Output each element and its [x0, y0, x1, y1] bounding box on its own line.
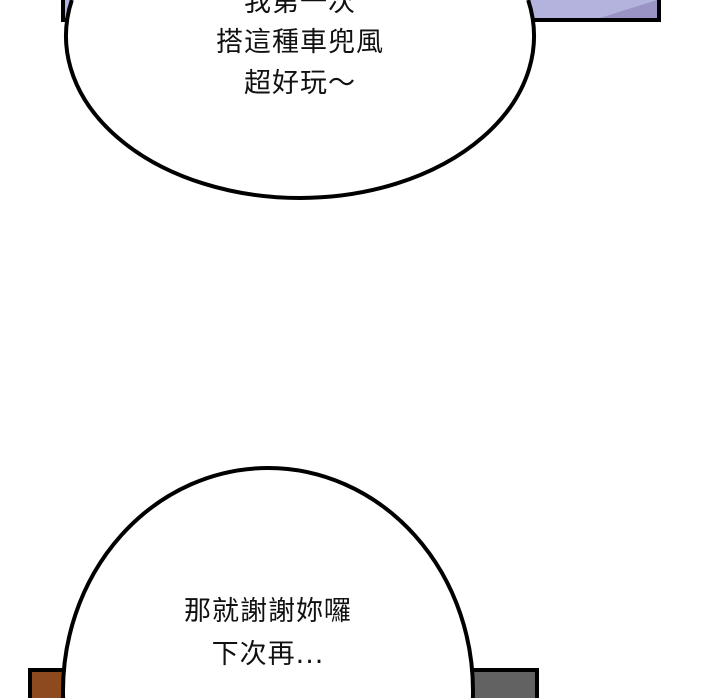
top-bubble-line-3: 超好玩～ — [244, 68, 356, 99]
top-bubble-line-1: 我第一次 — [244, 0, 356, 18]
bottom-bubble-line-2: 下次再... — [211, 639, 325, 670]
bottom-bubble-line-1: 那就謝謝妳囉 — [184, 596, 352, 627]
bottom-bubble-outline — [61, 466, 475, 699]
bottom-bubble-fill — [62, 468, 473, 698]
top-bubble-line-2: 搭這種車兜風 — [216, 27, 384, 58]
bottom-speech-bubble — [61, 466, 475, 699]
top-speech-bubble — [64, 0, 536, 200]
top-panel-corner — [600, 0, 657, 18]
top-bubble-fill — [66, 0, 535, 198]
top-bubble-outline — [64, 0, 536, 200]
